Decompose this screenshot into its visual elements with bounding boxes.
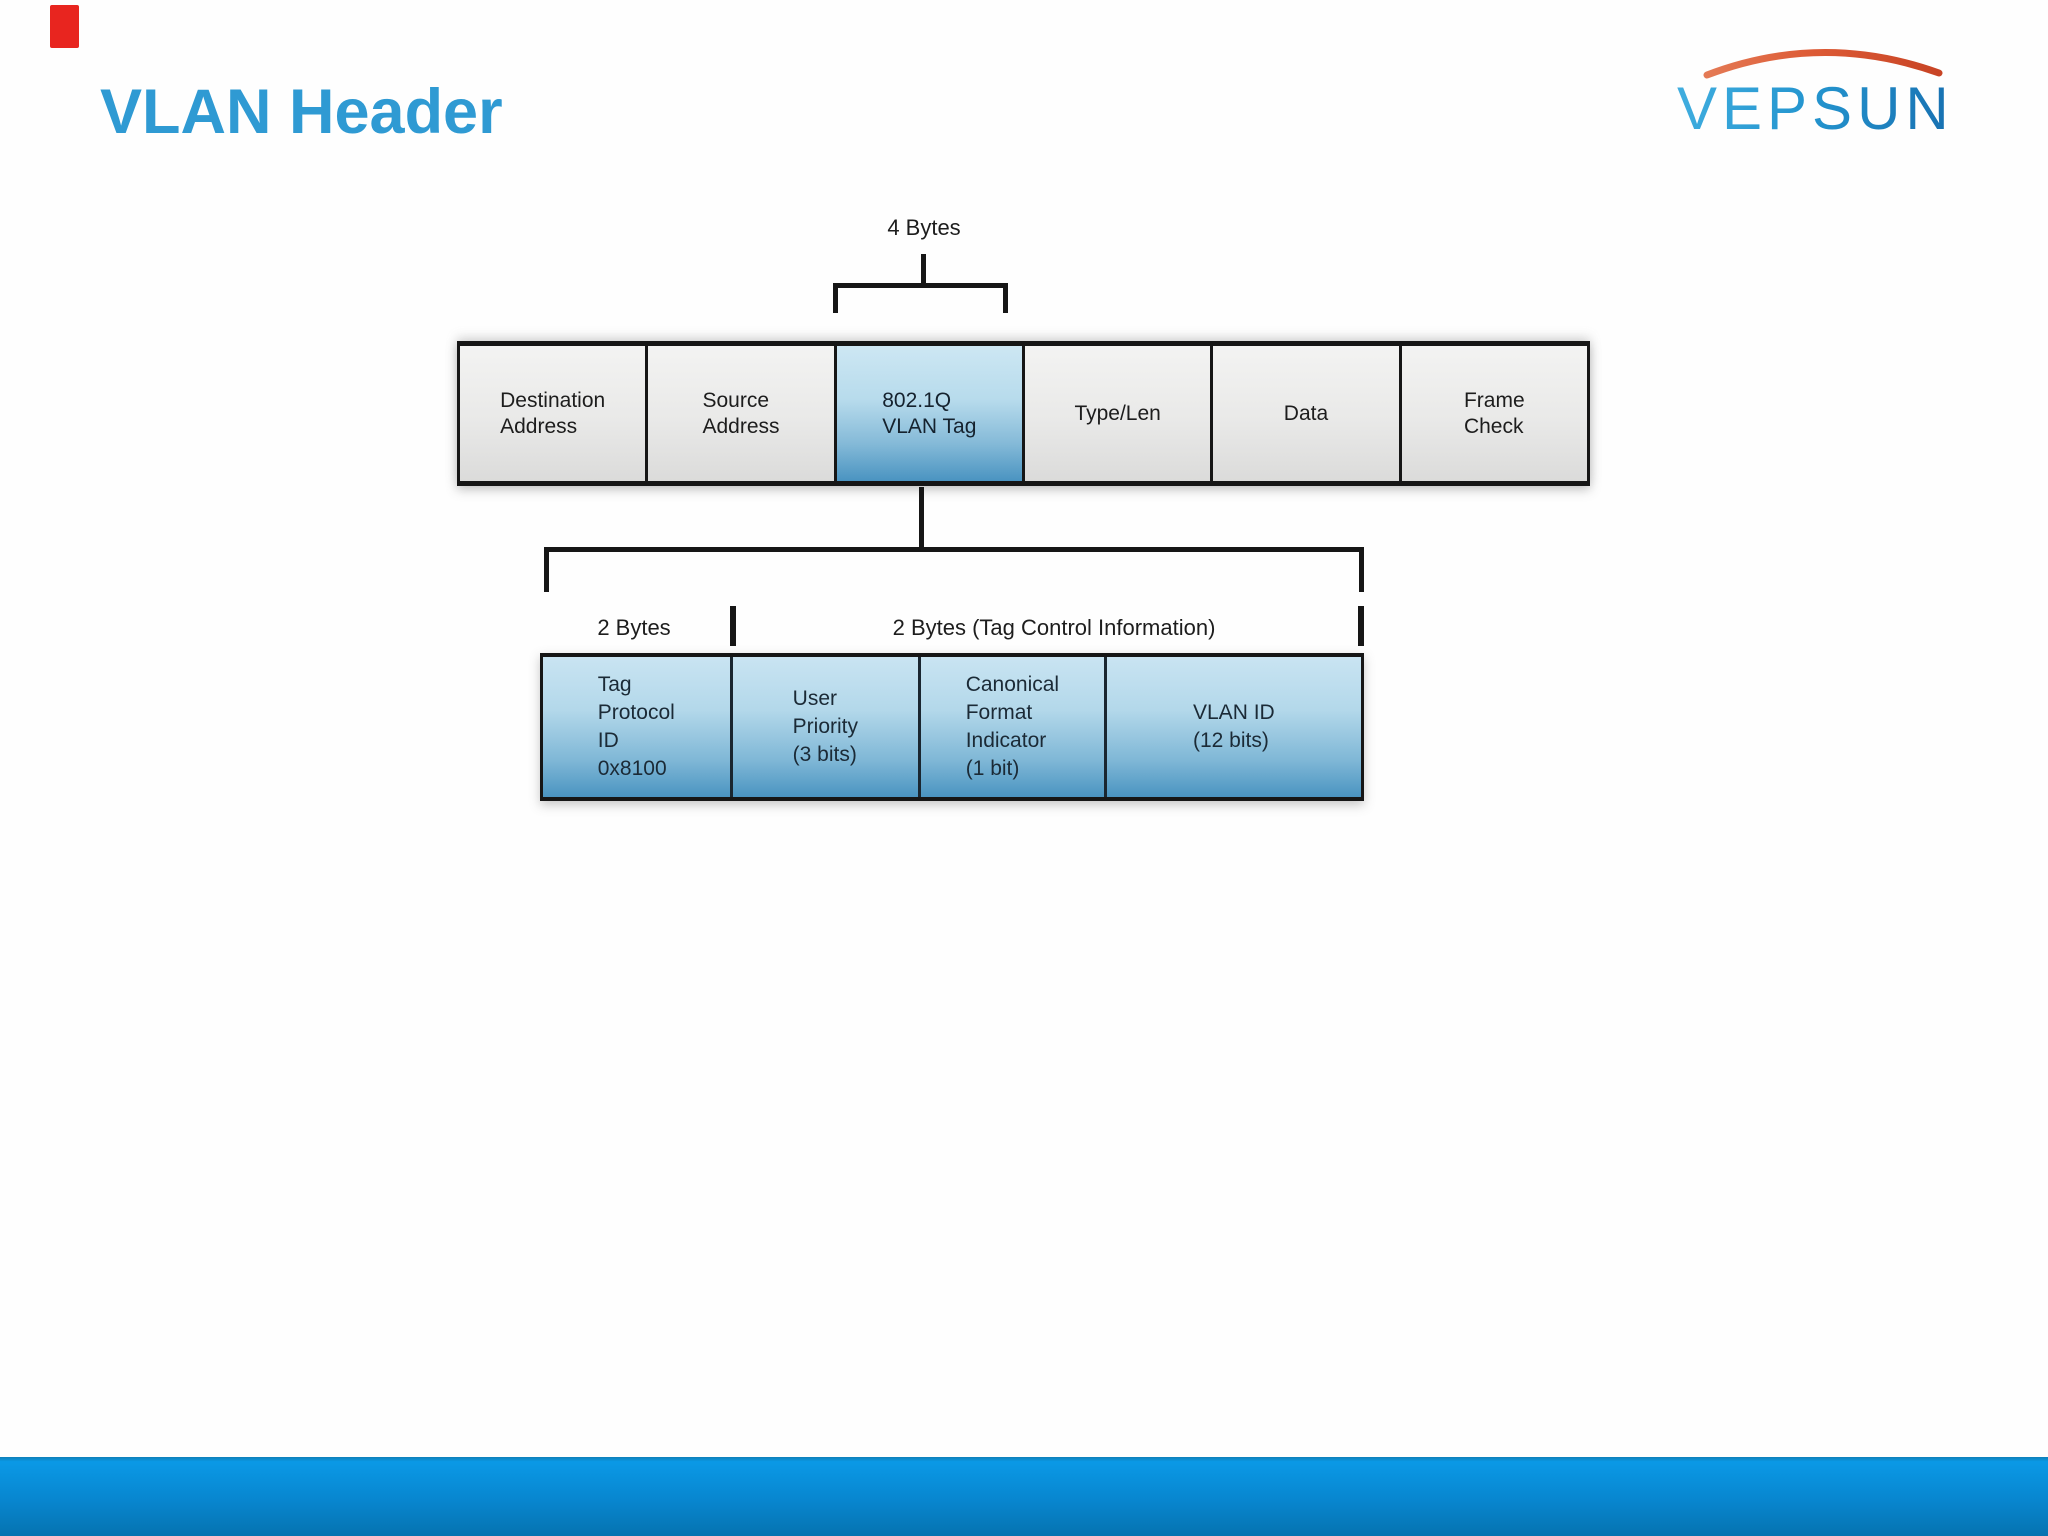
label-right-tick <box>1358 606 1364 646</box>
brand-name: VEPSUN <box>1655 74 1995 143</box>
tag-row: Tag Protocol ID 0x8100 User Priority (3 … <box>540 653 1364 801</box>
label-divider-tick <box>730 606 736 646</box>
brand-logo: VEPSUN <box>1655 26 1995 143</box>
tag-cell-vlan-id: VLAN ID (12 bits) <box>1106 657 1361 797</box>
top-bracket-left-tick <box>833 283 838 313</box>
expansion-bracket-left-tick <box>544 547 549 592</box>
tag-cell-canonical-format-indicator: Canonical Format Indicator (1 bit) <box>921 657 1107 797</box>
frame-cell-frame-check: Frame Check <box>1401 346 1587 481</box>
frame-cell-source-address: Source Address <box>648 346 837 481</box>
two-bytes-label: 2 Bytes <box>597 615 671 640</box>
tag-control-information-label: 2 Bytes (Tag Control Information) <box>892 615 1216 640</box>
top-bracket-right-tick <box>1003 283 1008 313</box>
bottom-accent-bar <box>0 1457 2048 1536</box>
frame-cell-data: Data <box>1213 346 1402 481</box>
red-accent-bar <box>50 5 79 48</box>
tag-cell-user-priority: User Priority (3 bits) <box>732 657 922 797</box>
frame-cell-destination-address: Destination Address <box>460 346 649 481</box>
top-bracket-stem <box>921 254 926 285</box>
tag-cell-tag-protocol-id: Tag Protocol ID 0x8100 <box>543 657 733 797</box>
expansion-bracket-right-tick <box>1359 547 1364 592</box>
expansion-connector-stem <box>919 487 924 550</box>
frame-row: Destination Address Source Address 802.1… <box>457 341 1590 486</box>
frame-cell-8021q-vlan-tag: 802.1Q VLAN Tag <box>836 346 1025 481</box>
logo-arc-icon <box>1703 49 1943 79</box>
page-title: VLAN Header <box>100 77 503 147</box>
expansion-bracket-line <box>544 547 1364 552</box>
four-bytes-label: 4 Bytes <box>887 215 961 240</box>
top-bracket-line <box>833 283 1008 288</box>
frame-cell-type-len: Type/Len <box>1024 346 1214 481</box>
